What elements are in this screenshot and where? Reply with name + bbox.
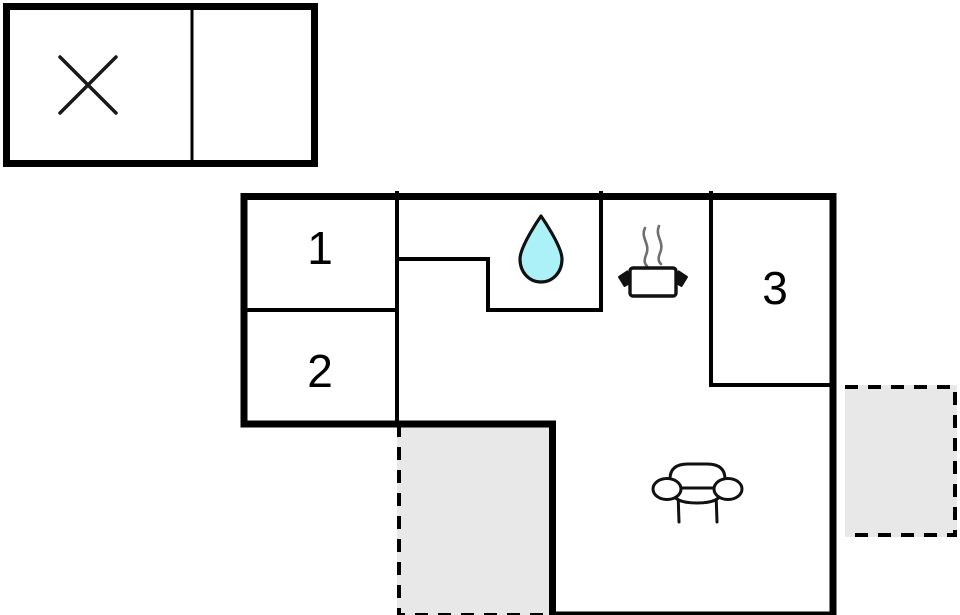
sofa-armrest-left [651, 477, 683, 501]
room-number-labels: 1 2 3 [307, 222, 788, 397]
steam-line-left [642, 226, 649, 268]
building-exterior-wall [240, 193, 837, 615]
sofa-armrest-right [712, 477, 744, 501]
interior-walls [242, 191, 835, 426]
sofa-icon [651, 462, 744, 524]
terrace-right-fill [845, 385, 957, 537]
terrace-right-border [845, 385, 957, 537]
water-drop-shape [518, 214, 564, 284]
terrace-bottom-fill [397, 424, 549, 615]
room-label-2: 2 [307, 345, 333, 397]
pot-body [628, 266, 678, 298]
terrace-right [845, 385, 957, 537]
room-label-3: 3 [762, 262, 788, 314]
steam-line-right [656, 224, 663, 266]
water-drop-icon [518, 214, 564, 284]
legend-box-outline [3, 3, 318, 167]
cross-mark-icon [58, 55, 118, 115]
cooking-pot-icon [618, 224, 688, 298]
terrace-bottom [397, 424, 549, 615]
legend-box [3, 3, 318, 167]
room-label-1: 1 [307, 222, 333, 274]
terraces-layer [397, 385, 957, 615]
